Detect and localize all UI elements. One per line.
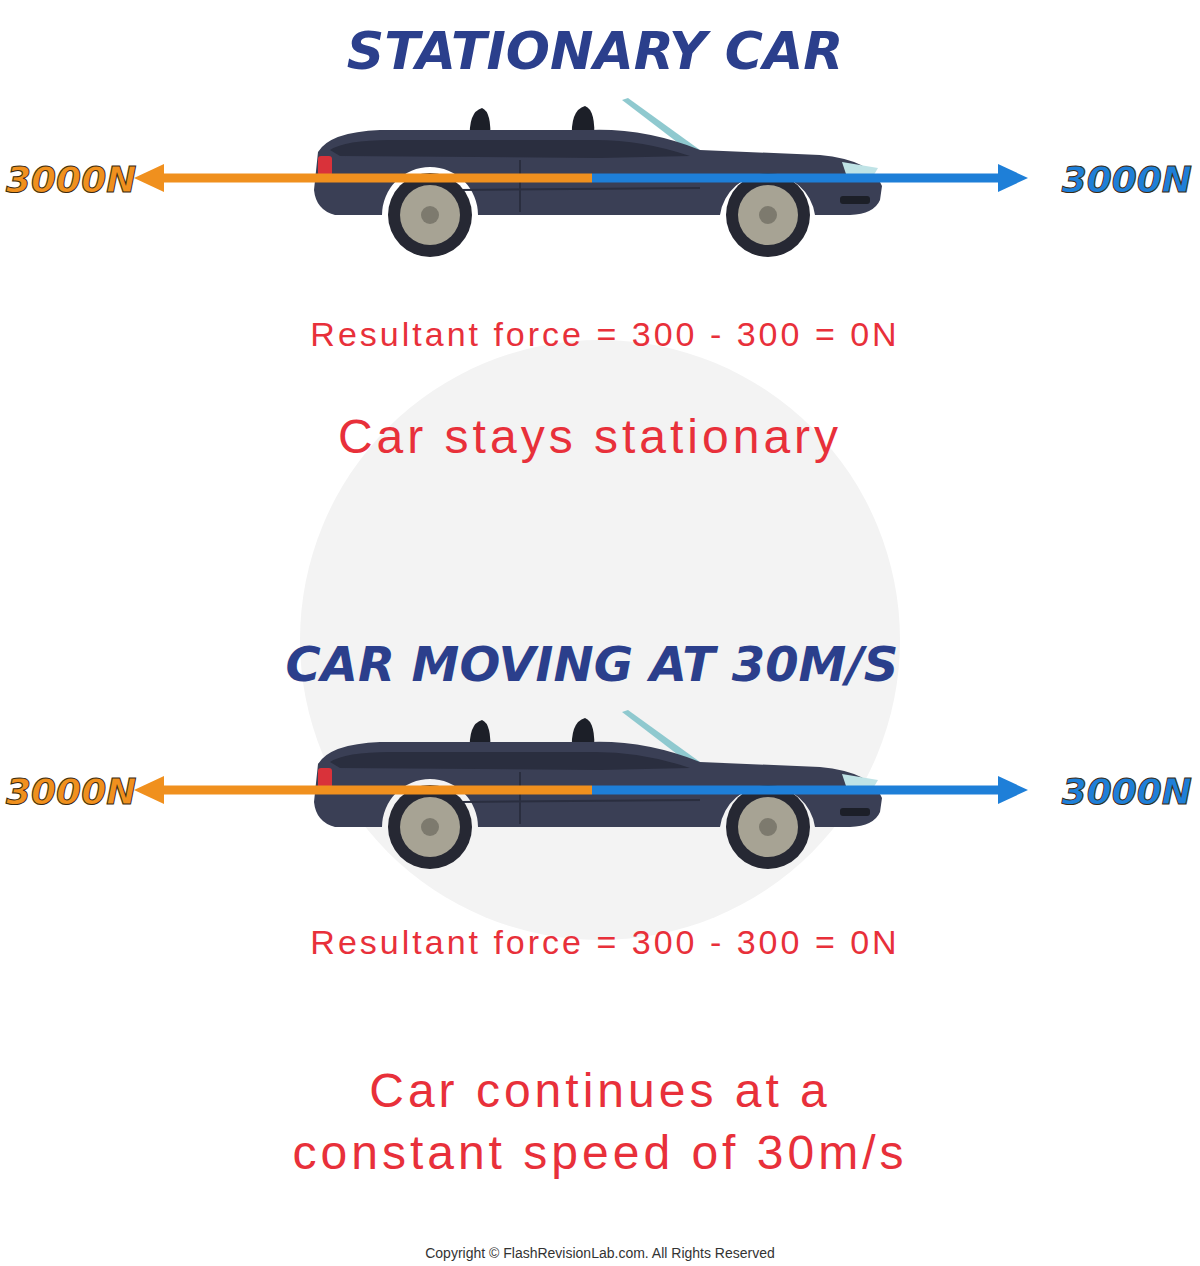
calculation: Resultant force = 300 - 300 = 0N (310, 312, 899, 356)
conclusion: Car continues at a constant speed of 30m… (280, 1060, 920, 1185)
conclusion: Car stays stationary (338, 406, 842, 468)
force-label: 3000N (1062, 157, 1192, 204)
force-label: 3000N (1062, 769, 1192, 816)
car-bottom (134, 710, 1028, 869)
copyright-note: Copyright © FlashRevisionLab.com. All Ri… (425, 1244, 775, 1262)
heading: STATIONARY CAR (347, 18, 843, 86)
heading: CAR MOVING AT 30M/S (286, 633, 899, 695)
force-label: 3000N (6, 769, 136, 816)
car-top (134, 98, 1028, 257)
force-label: 3000N (6, 157, 136, 204)
calculation: Resultant force = 300 - 300 = 0N (310, 920, 899, 964)
